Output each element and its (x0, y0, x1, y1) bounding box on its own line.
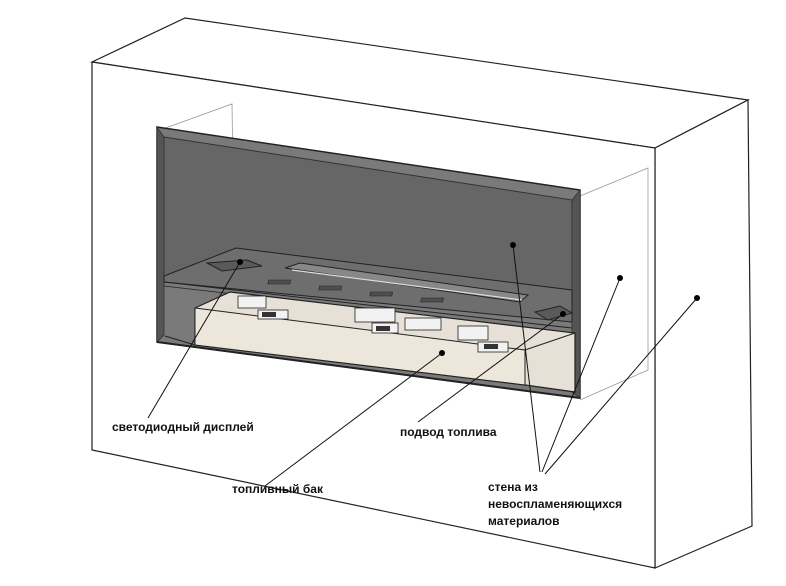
right-control-panel (533, 305, 574, 321)
label-wall-line-2: невоспламеняющихся (488, 497, 623, 511)
firebox-left-wall (156, 125, 165, 343)
label-led-display: светодиодный дисплей (112, 420, 254, 434)
label-fuel-supply: подвод топлива (400, 425, 497, 439)
shelf-vents (267, 279, 444, 303)
burner-shelf (163, 247, 573, 323)
fuel-tank-front (194, 307, 526, 386)
burner-slot (284, 262, 530, 303)
label-wall-line-3: материалов (488, 514, 560, 528)
leader-lines (147, 244, 698, 487)
led-display-panel (205, 259, 263, 272)
label-wall-line-1: стена из (488, 480, 538, 494)
fuel-tank-black-marks (262, 312, 498, 349)
leader-dots (237, 242, 700, 356)
label-fuel-tank: топливный бак (232, 482, 323, 496)
wall-side-face (654, 99, 753, 569)
